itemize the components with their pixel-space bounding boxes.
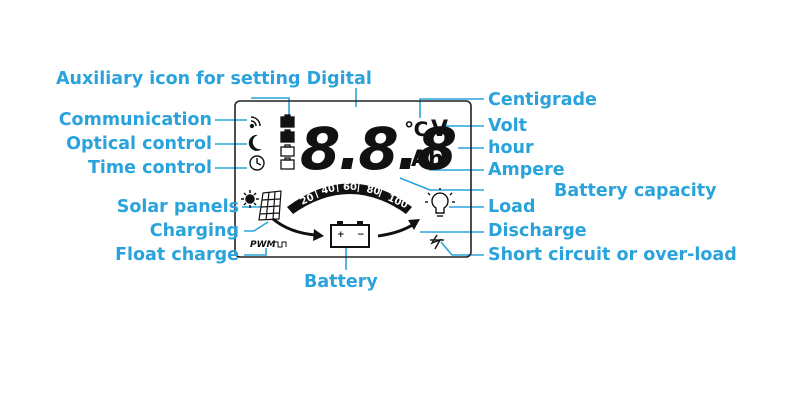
pwm-text: PWM xyxy=(250,240,276,250)
label-ampere: Ampere xyxy=(488,160,565,180)
label-short-circuit: Short circuit or over-load xyxy=(488,245,737,265)
gauge-tick-20: 20 xyxy=(299,192,316,208)
label-solar-panels: Solar panels xyxy=(116,197,239,217)
gauge-dividers xyxy=(314,182,383,199)
label-discharge: Discharge xyxy=(488,221,587,241)
pwm-wave-icon xyxy=(273,241,287,248)
label-hour: hour xyxy=(488,138,534,158)
battery-stack-icon xyxy=(280,114,295,170)
sun-icon xyxy=(241,190,259,208)
label-time-control: Time control xyxy=(87,158,212,178)
solar-panel-icon xyxy=(258,190,282,221)
celsius-unit: ℃ xyxy=(404,117,428,141)
clock-icon xyxy=(249,155,265,171)
gauge-tick-40: 40 xyxy=(320,183,336,197)
gauge-tick-100: 100 xyxy=(386,193,410,212)
battery-icon: + − xyxy=(330,221,370,248)
discharge-arrow-icon xyxy=(377,219,420,238)
bulb-icon xyxy=(425,188,455,217)
lightning-icon xyxy=(430,234,444,250)
label-float-charge: Float charge xyxy=(115,245,239,265)
wifi-icon xyxy=(249,116,261,129)
lcd-frame xyxy=(234,100,472,258)
label-load: Load xyxy=(488,197,536,217)
label-communication: Communication xyxy=(58,110,212,130)
label-battery-capacity: Battery capacity xyxy=(554,181,717,201)
moon-icon xyxy=(248,134,262,151)
label-optical-control: Optical control xyxy=(66,134,212,154)
svg-text:−: − xyxy=(357,230,365,240)
svg-text:+: + xyxy=(337,230,345,240)
label-charging: Charging xyxy=(149,221,239,241)
label-auxiliary-digital: Auxiliary icon for setting Digital xyxy=(56,69,372,89)
label-battery: Battery xyxy=(304,272,378,292)
label-centigrade: Centigrade xyxy=(488,90,597,110)
charging-arrow-icon xyxy=(272,217,324,241)
amp-hour-unit: Ah xyxy=(411,147,444,172)
gauge-tick-80: 80 xyxy=(365,184,381,198)
label-volt: Volt xyxy=(488,116,527,136)
leader-lines xyxy=(215,88,484,270)
volt-unit: V xyxy=(431,117,448,142)
gauge-tick-60: 60 xyxy=(343,182,357,193)
lcd-digits: 8.8.8 xyxy=(300,115,456,183)
